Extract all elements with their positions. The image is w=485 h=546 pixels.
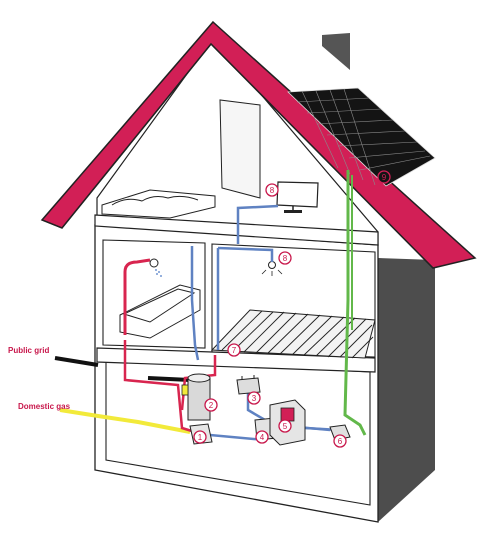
marker-underfloor-heating: 7 <box>227 343 241 357</box>
marker-solar-panel: 9 <box>377 170 391 184</box>
gas-line <box>59 408 191 434</box>
hot-water-pipe <box>123 340 196 434</box>
svg-text:8: 8 <box>270 186 275 195</box>
marker-meter: 6 <box>333 434 347 448</box>
rooms <box>102 239 376 506</box>
marker-pump: 4 <box>255 430 269 444</box>
shower <box>123 258 162 335</box>
attic-floor <box>94 214 379 246</box>
cold-water-pipe <box>190 246 200 361</box>
blue-line-tv <box>236 204 279 244</box>
svg-text:9: 9 <box>382 173 387 182</box>
television <box>276 181 319 213</box>
solar-cable <box>343 170 367 436</box>
solar-panel <box>287 87 436 187</box>
svg-text:5: 5 <box>283 422 288 431</box>
svg-text:3: 3 <box>252 394 257 403</box>
marker-inverter-unit: 5 <box>278 419 292 433</box>
svg-text:7: 7 <box>232 346 237 355</box>
svg-text:2: 2 <box>209 401 214 410</box>
chimney <box>322 33 350 70</box>
roof-edge <box>41 43 434 269</box>
bed <box>101 189 216 219</box>
middle-floor <box>96 347 376 373</box>
storage-tank <box>187 373 211 421</box>
side-wall <box>378 258 435 522</box>
grid-line <box>54 356 191 382</box>
svg-text:6: 6 <box>338 437 343 446</box>
bathtub <box>119 284 201 339</box>
underfloor-heating <box>210 309 376 359</box>
svg-text:1: 1 <box>198 433 203 442</box>
public-grid-label: Public grid <box>8 346 50 355</box>
svg-text:8: 8 <box>283 254 288 263</box>
marker-boiler: 1 <box>193 430 207 444</box>
gas-valve <box>181 384 189 396</box>
marker-television: 8 <box>265 183 279 197</box>
marker-ceiling-light: 8 <box>278 251 292 265</box>
meter <box>329 424 351 441</box>
marker-storage-tank: 2 <box>204 398 218 412</box>
svg-text:4: 4 <box>260 433 265 442</box>
attic-inner-wall <box>219 99 261 199</box>
domestic-gas-label: Domestic gas <box>18 402 71 411</box>
marker-control-unit: 3 <box>247 391 261 405</box>
inverter-unit <box>269 399 306 446</box>
control-unit <box>236 375 261 395</box>
blue-line-light <box>217 246 274 262</box>
